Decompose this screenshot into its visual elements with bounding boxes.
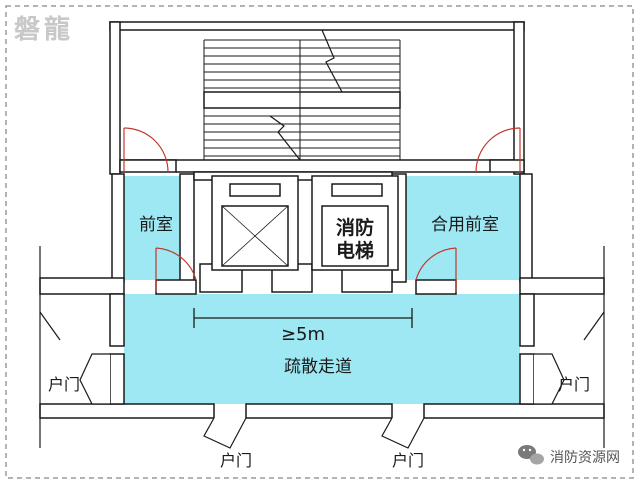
stair-core bbox=[109, 21, 525, 175]
stair-break-lower bbox=[269, 115, 301, 161]
door-label-bottom-right: 户门 bbox=[392, 451, 424, 470]
dimension-label: ≥5m bbox=[281, 324, 325, 345]
elevator-cars bbox=[211, 175, 399, 271]
source-label: 消防资源网 bbox=[550, 450, 620, 466]
door-label-bottom-left: 户门 bbox=[220, 451, 252, 470]
front-room-area bbox=[124, 176, 180, 280]
fire-elevator-label-line2: 电梯 bbox=[336, 239, 374, 262]
frame-border bbox=[5, 5, 634, 479]
door-label-right: 户门 bbox=[558, 375, 590, 394]
front-room-label: 前室 bbox=[139, 215, 173, 235]
door-label-left: 户门 bbox=[48, 375, 80, 394]
corridor-label: 疏散走道 bbox=[284, 357, 352, 377]
dimension-line bbox=[193, 308, 413, 328]
stair-doors bbox=[123, 127, 521, 173]
shared-front-room-label: 合用前室 bbox=[431, 215, 499, 235]
corridor-doors bbox=[155, 247, 457, 292]
corridor-walls bbox=[39, 277, 605, 419]
building-edges bbox=[39, 246, 605, 448]
fire-elevator-label-line1: 消防 bbox=[336, 216, 374, 239]
wechat-icon bbox=[518, 445, 544, 465]
watermark-logo: 磐龍 bbox=[14, 14, 74, 45]
stair-break-upper bbox=[321, 29, 343, 93]
apartment-doors bbox=[79, 353, 565, 449]
corridor-area bbox=[124, 294, 520, 404]
blue-spaces bbox=[124, 176, 520, 404]
